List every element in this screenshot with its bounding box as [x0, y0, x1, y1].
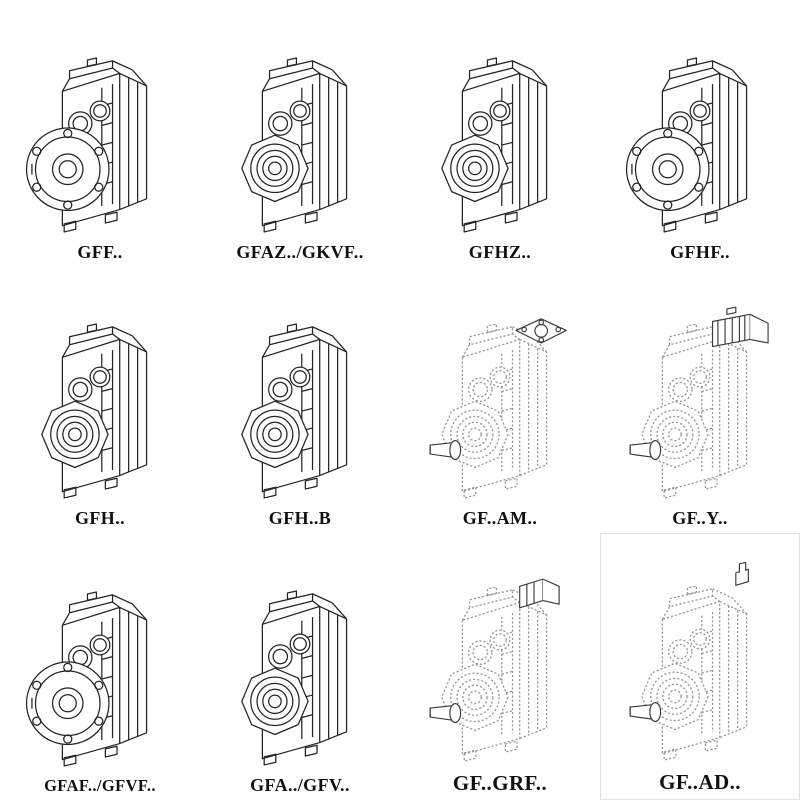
figure-gfaf-gfvf: GFAF../GFVF..: [0, 533, 200, 800]
hollow-shaft-icon: [242, 135, 308, 201]
figure-gfhf: GFHF..: [600, 0, 800, 267]
figure-gfhz: GFHZ..: [400, 0, 600, 267]
figure-label: GFA../GFV..: [250, 774, 350, 795]
phantom-housing: [642, 586, 747, 760]
input-stub-shaft-icon: [736, 562, 749, 585]
gearbox-drawing-phantom: [414, 300, 586, 506]
gearbox-drawing: [614, 34, 786, 240]
figure-label: GFH..B: [268, 508, 332, 529]
hollow-shaft-icon: [42, 402, 108, 468]
gearbox-drawing-phantom: [614, 562, 786, 768]
gearbox-drawing: [414, 34, 586, 240]
input-shaft-icon: [630, 441, 660, 460]
figure-label: GFH..: [75, 508, 125, 529]
figure-gfh: GFH..: [0, 267, 200, 534]
gearbox-drawing: [214, 567, 386, 773]
figure-gff: GFF..: [0, 0, 200, 267]
input-shaft-icon: [430, 441, 460, 460]
figure-label: GFHF..: [670, 241, 730, 262]
hollow-shaft-icon: [242, 402, 308, 468]
hollow-shaft-icon: [242, 668, 308, 734]
input-flange-icon: [516, 319, 566, 343]
gearbox-drawing: [14, 300, 186, 506]
gearbox-drawing: [214, 300, 386, 506]
figure-gfh-b: GFH..B: [200, 267, 400, 534]
output-flange-icon: [27, 128, 109, 210]
phantom-housing: [442, 324, 547, 498]
figure-label: GFAF../GFVF..: [44, 775, 156, 795]
gearbox-drawing: [214, 34, 386, 240]
figure-label: GF..AD..: [659, 769, 741, 794]
input-shaft-icon: [430, 704, 460, 723]
phantom-housing: [642, 324, 747, 498]
input-shaft-icon: [630, 703, 660, 722]
gearbox-drawing-phantom: [614, 300, 786, 506]
output-flange-icon: [27, 662, 109, 744]
figure-label: GF..AM..: [462, 508, 538, 529]
figure-gf-ad: GF..AD..: [600, 533, 800, 800]
figure-gf-am: GF..AM..: [400, 267, 600, 534]
figure-label: GF..GRF..: [452, 770, 548, 795]
figure-label: GFHZ..: [468, 241, 532, 262]
motor-icon: [713, 307, 769, 346]
figure-label: GFF..: [77, 241, 123, 262]
phantom-housing: [442, 587, 547, 761]
figure-gf-y: GF..Y..: [600, 267, 800, 534]
gearbox-drawing: [14, 34, 186, 240]
figure-gf-grf: GF..GRF..: [400, 533, 600, 800]
figure-gfa-gfv: GFA../GFV..: [200, 533, 400, 800]
figure-gfaz-gkvf: GFAZ../GKVF..: [200, 0, 400, 267]
gearbox-drawing-phantom: [414, 563, 586, 769]
gearbox-drawing: [14, 568, 186, 774]
output-flange-icon: [627, 128, 709, 210]
input-adapter-icon: [520, 579, 559, 608]
figure-label: GF..Y..: [672, 508, 728, 529]
hollow-shaft-icon: [442, 135, 508, 201]
figure-label: GFAZ../GKVF..: [236, 241, 364, 262]
